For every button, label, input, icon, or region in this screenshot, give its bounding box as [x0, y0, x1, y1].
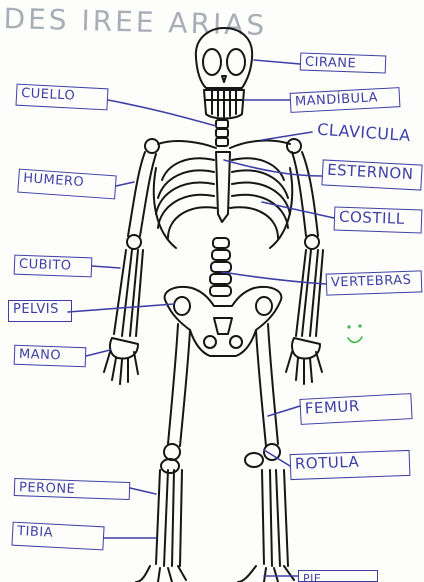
smiley-face-icon — [344, 322, 366, 352]
label-rotula: ROTULA — [290, 450, 411, 480]
femur-icon — [164, 324, 280, 460]
hand-icon — [104, 338, 322, 384]
label-costillas: COSTILL — [334, 206, 423, 233]
label-esternon: ESTERNON — [321, 159, 422, 190]
sternum-icon — [216, 152, 230, 222]
label-craneo: CIRANE — [300, 53, 387, 74]
label-mano: MANO — [14, 345, 87, 368]
label-tibia: TIBIA — [11, 522, 104, 551]
label-vertebras: VERTEBRAS — [326, 270, 423, 295]
skull-icon — [196, 28, 252, 88]
neck-vertebrae-icon — [216, 120, 228, 146]
foot-icon — [136, 566, 294, 582]
label-cubito: CUBITO — [14, 255, 93, 278]
label-pie: PIE — [298, 570, 378, 582]
label-pelvis: PELVIS — [8, 300, 72, 322]
kneecap-icon — [161, 453, 263, 473]
shin-bones-icon — [156, 470, 288, 566]
jaw-icon — [204, 90, 244, 119]
pelvis-icon — [165, 287, 282, 356]
label-cuello: CUELLO — [15, 84, 108, 111]
vertebrae-icon — [210, 238, 231, 296]
humerus-icon — [127, 152, 319, 249]
